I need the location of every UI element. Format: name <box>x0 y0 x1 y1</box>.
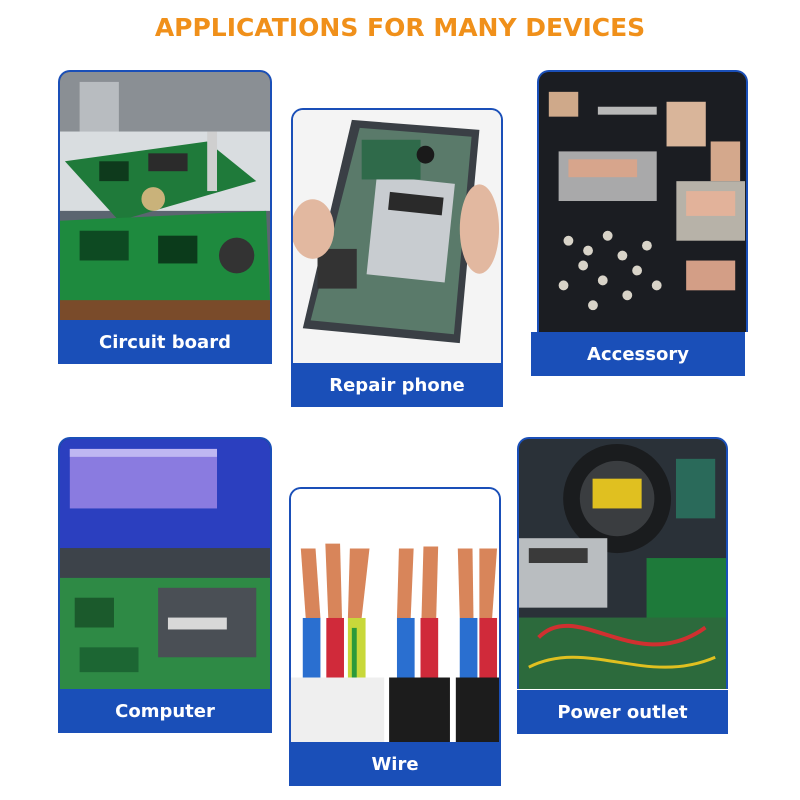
copper-wire-image <box>289 487 501 742</box>
page-heading: APPLICATIONS FOR MANY DEVICES <box>154 13 646 42</box>
computer-label: Computer <box>58 689 272 733</box>
card-circuit-board <box>58 70 272 320</box>
card-repair-phone <box>291 108 503 363</box>
circuit-board-image <box>58 70 272 320</box>
electronic-components-image <box>537 70 748 332</box>
card-wire <box>289 487 501 742</box>
card-computer <box>58 437 272 689</box>
accessory-label: Accessory <box>531 332 745 376</box>
circuit-board-label: Circuit board <box>58 320 272 364</box>
power-outlet-label: Power outlet <box>517 690 728 734</box>
wire-label: Wire <box>289 742 501 786</box>
card-accessory <box>537 70 748 332</box>
phone-repair-image <box>291 108 503 363</box>
repair-phone-label: Repair phone <box>291 363 503 407</box>
power-electronics-image <box>517 437 728 689</box>
laptop-motherboard-image <box>58 437 272 689</box>
card-power-outlet <box>517 437 728 689</box>
